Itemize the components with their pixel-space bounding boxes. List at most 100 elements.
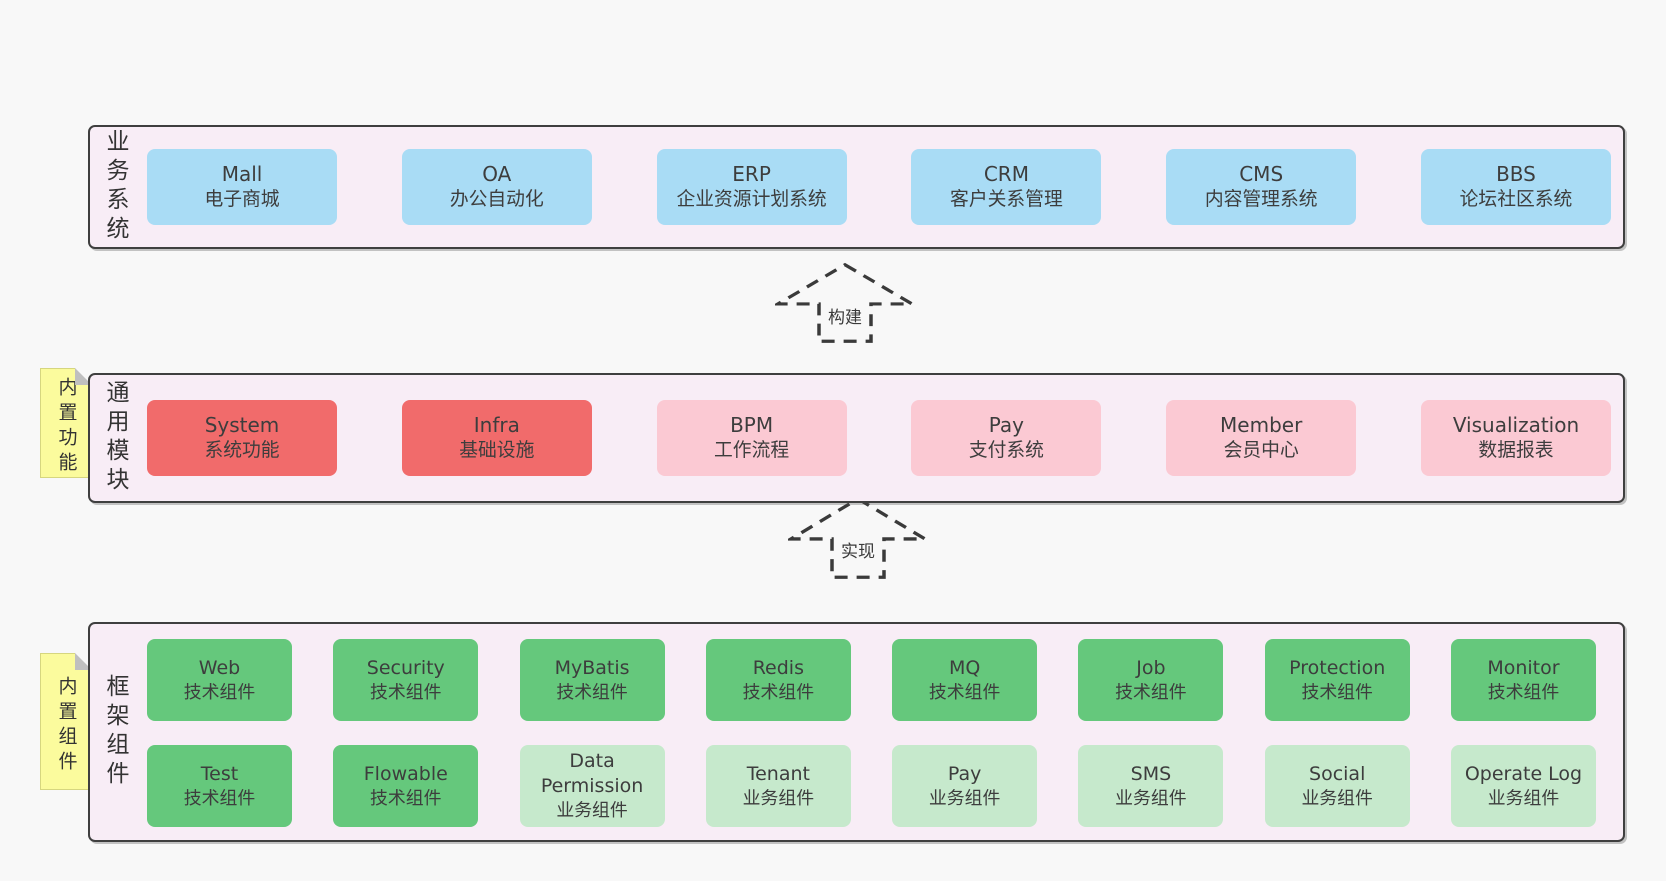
box-redis: Redis 技术组件 bbox=[705, 639, 851, 721]
box-name-zh: 企业资源计划系统 bbox=[676, 188, 827, 210]
box-name-zh: 业务组件 bbox=[742, 787, 815, 809]
box-name-zh: 技术组件 bbox=[556, 681, 628, 703]
box-name-zh: 技术组件 bbox=[742, 681, 815, 703]
box-bbs: BBS 论坛社区系统 bbox=[1420, 149, 1611, 225]
box-name-en: System bbox=[204, 413, 280, 438]
band-label-business-systems: 业务系统 bbox=[102, 129, 128, 245]
box-mall: Mall 电子商城 bbox=[147, 149, 337, 225]
box-cms: CMS 内容管理系统 bbox=[1166, 149, 1357, 225]
box-name-zh: 业务组件 bbox=[1301, 787, 1373, 809]
box-name-zh: 业务组件 bbox=[928, 787, 1001, 809]
box-flowable: Flowable 技术组件 bbox=[333, 745, 479, 827]
box-name-en: Infra bbox=[473, 413, 520, 438]
box-name-en: SMS bbox=[1130, 762, 1172, 785]
box-security: Security 技术组件 bbox=[333, 639, 479, 721]
box-name-zh: 技术组件 bbox=[370, 787, 442, 809]
box-name-zh: 系统功能 bbox=[204, 439, 280, 461]
box-social: Social 业务组件 bbox=[1264, 745, 1410, 827]
box-tenant: Tenant 业务组件 bbox=[705, 745, 851, 827]
arrow-label: 构建 bbox=[824, 300, 866, 330]
box-name-en: Social bbox=[1309, 762, 1366, 785]
box-name-zh: 技术组件 bbox=[1487, 681, 1560, 703]
box-visualization: Visualization 数据报表 bbox=[1420, 400, 1611, 476]
box-name-zh: 技术组件 bbox=[370, 681, 442, 703]
box-name-en: Monitor bbox=[1487, 656, 1560, 679]
sticky-note-built-in-components: 内置组件 bbox=[40, 653, 92, 790]
box-member: Member 会员中心 bbox=[1166, 400, 1357, 476]
box-name-en: Security bbox=[366, 656, 445, 679]
box-name-zh: 客户关系管理 bbox=[950, 188, 1063, 210]
box-name-zh: 业务组件 bbox=[1115, 787, 1187, 809]
box-name-en: Tenant bbox=[746, 762, 810, 785]
box-name-en: CRM bbox=[983, 162, 1029, 187]
box-sms: SMS 业务组件 bbox=[1078, 745, 1224, 827]
box-name-zh: 技术组件 bbox=[1115, 681, 1187, 703]
band-common-modules: 通用模块 System 系统功能 Infra 基础设施 BPM 工作流程 Pay… bbox=[88, 373, 1625, 503]
band-framework-components: 框架组件 Web 技术组件 Security 技术组件 MyBatis 技术组件… bbox=[88, 622, 1625, 842]
box-name-en: MQ bbox=[948, 656, 981, 679]
band-label-framework-components: 框架组件 bbox=[102, 674, 128, 790]
box-name-zh: 工作流程 bbox=[714, 439, 790, 461]
box-row-business: Test 技术组件 Flowable 技术组件 Data Permission … bbox=[147, 745, 1596, 827]
box-operate-log: Operate Log 业务组件 bbox=[1450, 745, 1596, 827]
box-name-en: Pay bbox=[947, 762, 982, 785]
box-mybatis: MyBatis 技术组件 bbox=[519, 639, 665, 721]
box-name-zh: 技术组件 bbox=[183, 681, 256, 703]
box-name-en: MyBatis bbox=[554, 656, 630, 679]
box-name-zh: 数据报表 bbox=[1478, 439, 1554, 461]
box-name-en: Visualization bbox=[1452, 413, 1580, 438]
box-name-en: Operate Log bbox=[1464, 762, 1583, 785]
box-name-en: Test bbox=[200, 762, 239, 785]
box-name-zh: 业务组件 bbox=[556, 800, 628, 822]
box-name-en: OA bbox=[482, 162, 512, 187]
box-name-en: Member bbox=[1220, 413, 1303, 438]
box-name-en: BBS bbox=[1496, 162, 1536, 187]
box-infra: Infra 基础设施 bbox=[401, 400, 592, 476]
band-label-common-modules: 通用模块 bbox=[102, 380, 128, 496]
box-name-en: Data Permission bbox=[540, 750, 644, 798]
box-name-zh: 支付系统 bbox=[968, 439, 1044, 461]
folded-corner-icon bbox=[75, 368, 92, 385]
box-row-technical: Web 技术组件 Security 技术组件 MyBatis 技术组件 Redi… bbox=[147, 639, 1596, 721]
box-name-en: CMS bbox=[1239, 162, 1284, 187]
sticky-note-label: 内置组件 bbox=[55, 675, 78, 776]
arrow-implement: 实现 bbox=[788, 496, 928, 580]
box-erp: ERP 企业资源计划系统 bbox=[656, 149, 847, 225]
box-oa: OA 办公自动化 bbox=[401, 149, 592, 225]
box-row: System 系统功能 Infra 基础设施 BPM 工作流程 Pay 支付系统… bbox=[147, 400, 1611, 476]
box-mq: MQ 技术组件 bbox=[892, 639, 1038, 721]
box-data-permission: Data Permission 业务组件 bbox=[519, 745, 665, 827]
box-name-zh: 技术组件 bbox=[928, 681, 1001, 703]
box-name-zh: 论坛社区系统 bbox=[1459, 188, 1573, 210]
box-name-en: BPM bbox=[730, 413, 774, 438]
box-pay: Pay 支付系统 bbox=[911, 400, 1102, 476]
box-pay-component: Pay 业务组件 bbox=[892, 745, 1038, 827]
box-row: Mall 电子商城 OA 办公自动化 ERP 企业资源计划系统 CRM 客户关系… bbox=[147, 149, 1611, 225]
box-monitor: Monitor 技术组件 bbox=[1450, 639, 1596, 721]
sticky-note-built-in-features: 内置功能 bbox=[40, 368, 92, 478]
arrow-label: 实现 bbox=[837, 535, 879, 565]
box-name-en: Protection bbox=[1289, 656, 1386, 679]
box-name-en: Flowable bbox=[363, 762, 448, 785]
box-name-zh: 电子商城 bbox=[204, 188, 280, 210]
box-name-en: Redis bbox=[752, 656, 804, 679]
box-name-zh: 内容管理系统 bbox=[1204, 188, 1318, 210]
box-name-en: Mall bbox=[221, 162, 263, 187]
box-name-zh: 会员中心 bbox=[1223, 439, 1299, 461]
box-name-zh: 业务组件 bbox=[1487, 787, 1560, 809]
box-name-zh: 基础设施 bbox=[459, 439, 535, 461]
box-name-en: ERP bbox=[732, 162, 771, 187]
box-name-en: Pay bbox=[988, 413, 1025, 438]
box-protection: Protection 技术组件 bbox=[1264, 639, 1410, 721]
box-job: Job 技术组件 bbox=[1078, 639, 1224, 721]
arrow-build: 构建 bbox=[775, 262, 915, 344]
band-business-systems: 业务系统 Mall 电子商城 OA 办公自动化 ERP 企业资源计划系统 CRM… bbox=[88, 125, 1625, 249]
box-name-zh: 技术组件 bbox=[183, 787, 256, 809]
box-test: Test 技术组件 bbox=[147, 745, 292, 827]
box-web: Web 技术组件 bbox=[147, 639, 292, 721]
box-name-zh: 技术组件 bbox=[1301, 681, 1373, 703]
box-name-en: Job bbox=[1136, 656, 1166, 679]
sticky-note-label: 内置功能 bbox=[55, 377, 78, 477]
folded-corner-icon bbox=[75, 653, 92, 670]
